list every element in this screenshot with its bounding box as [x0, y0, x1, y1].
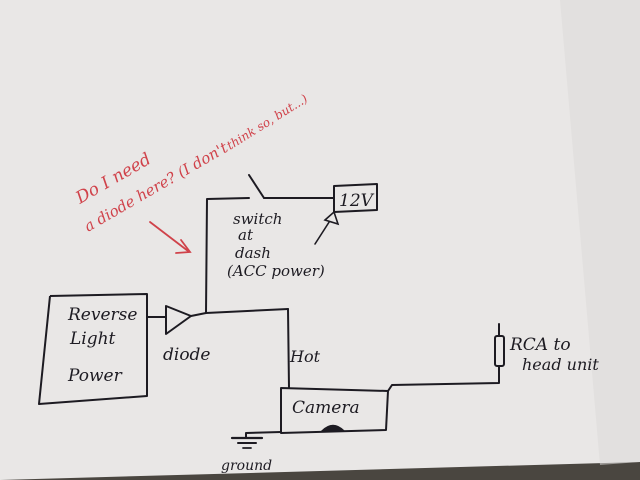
wire-diode-out: [190, 312, 207, 317]
camera-box: Camera: [280, 387, 389, 434]
reverse-light-line3: Power: [67, 366, 123, 386]
diode-label: diode: [163, 345, 211, 365]
hot-label: Hot: [289, 347, 321, 366]
paper-shadow: [560, 0, 640, 465]
red-arrow-icon: [149, 221, 192, 254]
battery-12v-label: 12V: [339, 191, 375, 211]
wire-ground: [245, 431, 282, 439]
wire-to-hot: [205, 308, 289, 314]
rca-connector-icon: [494, 335, 505, 367]
ground-icon: [230, 436, 264, 449]
wires: [146, 174, 500, 439]
diode-icon: [165, 305, 192, 335]
battery-12v-box: 12V: [333, 183, 378, 213]
switch-arrow-icon: [314, 210, 340, 245]
reverse-light-line2: Light: [69, 329, 116, 349]
ground-label: ground: [221, 458, 272, 474]
switch-blade: [248, 174, 265, 199]
wire-camera-to-rca: [387, 365, 500, 392]
switch-label-line3: dash: [235, 244, 271, 262]
switch-label-line4: (ACC power): [227, 262, 325, 280]
wire-up-to-switch: [205, 197, 250, 314]
wire-hot-vertical: [287, 308, 290, 389]
switch-label-line2: at: [238, 226, 254, 244]
camera-lens-icon: [320, 424, 346, 432]
rca-label-line2: head unit: [522, 355, 599, 374]
switch-label-line1: switch: [233, 210, 282, 228]
reverse-light-power-box: Reverse Light Power: [38, 293, 148, 405]
camera-label: Camera: [292, 398, 360, 418]
rca-label-line1: RCA to: [509, 335, 571, 355]
reverse-light-line1: Reverse: [67, 305, 137, 325]
switch-label: switch at dash (ACC power): [227, 210, 325, 280]
